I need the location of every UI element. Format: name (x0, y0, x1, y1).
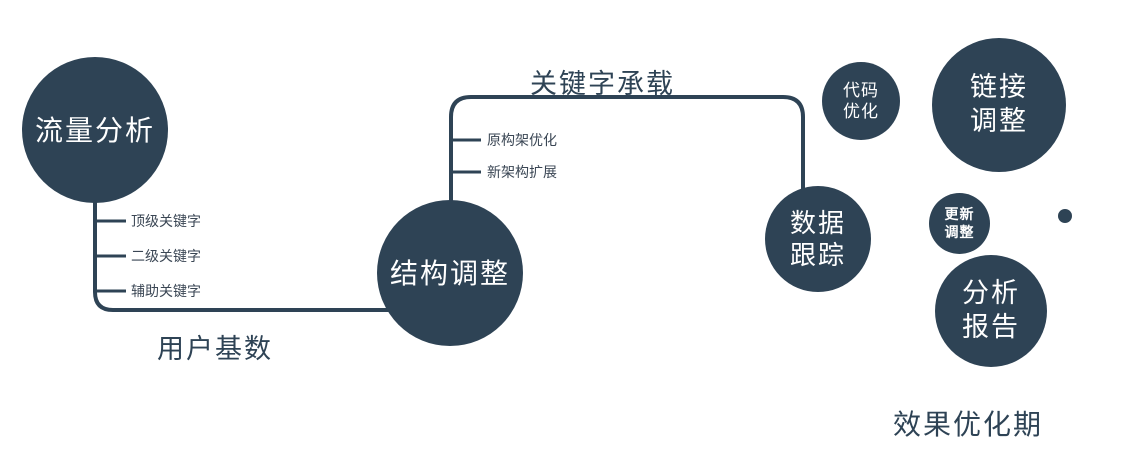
edge-label-user-base: 用户基数 (157, 334, 273, 364)
branch-top-keywords: 顶级关键字 (131, 213, 201, 229)
node-update-adjustment: 更新 调整 (929, 193, 990, 254)
branch-original-architecture: 原构架优化 (487, 132, 557, 148)
branch-second-keywords: 二级关键字 (131, 248, 201, 264)
node-structure-adjustment: 结构调整 (377, 200, 523, 346)
edge-label-keyword-carrying: 关键字承载 (530, 69, 675, 99)
node-traffic-analysis: 流量分析 (22, 57, 168, 203)
branch-auxiliary-keywords: 辅助关键字 (131, 283, 201, 299)
node-analysis-report: 分析 报告 (935, 255, 1047, 367)
dot-marker (1058, 209, 1072, 223)
node-link-adjustment: 链接 调整 (932, 38, 1066, 172)
caption-effect-optimization-period: 效果优化期 (893, 409, 1044, 440)
node-code-optimization: 代码 优化 (822, 62, 900, 140)
branch-new-architecture: 新架构扩展 (487, 164, 557, 180)
edge-keyword-carrying-path (449, 95, 805, 240)
node-data-tracking: 数据 跟踪 (765, 186, 871, 292)
